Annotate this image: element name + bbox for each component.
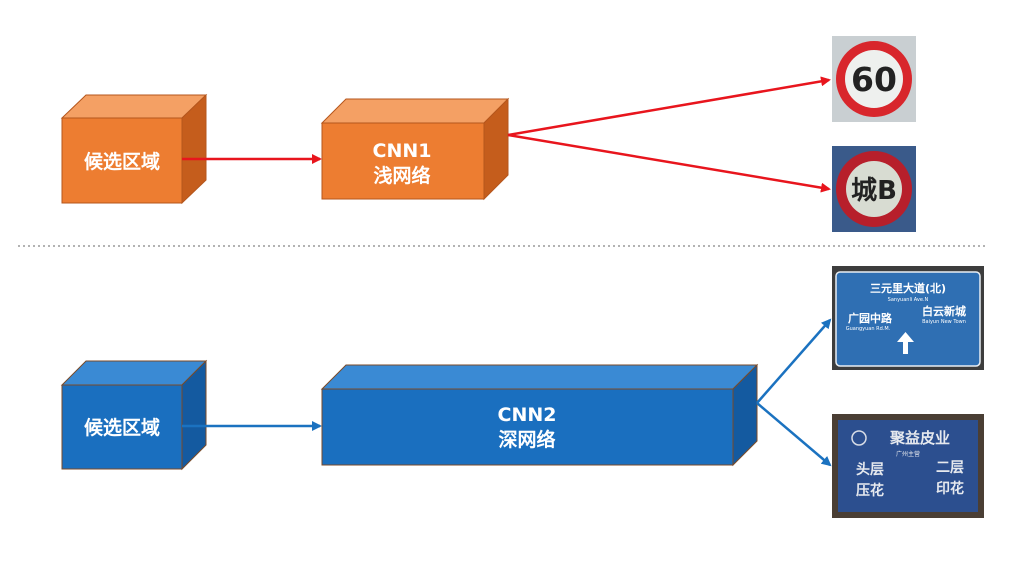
shop-sign-sub: 广州主营 — [896, 450, 920, 458]
city-b-text: 城B — [851, 176, 897, 206]
top-input-label: 候选区域 — [84, 150, 160, 173]
road-sign-right-cn: 白云新城 — [922, 304, 966, 318]
top-input-box: 候选区域 — [60, 93, 208, 205]
cnn2-arrow-up — [756, 318, 832, 404]
cnn2-arrow-down — [756, 402, 832, 467]
shop-sign-row2-right: 印花 — [936, 480, 964, 497]
shop-logo-icon — [851, 430, 867, 446]
city-b-sign-image: 城B — [832, 146, 916, 232]
shop-sign-image: 聚益皮业 广州主营 头层 二层 压花 印花 — [832, 414, 984, 518]
road-sign-line1: 三元里大道(北) — [870, 281, 946, 295]
shop-sign-title: 聚益皮业 — [889, 429, 950, 447]
shop-sign-row1-right: 二层 — [936, 460, 964, 476]
cnn2-box: CNN2 深网络 — [320, 363, 759, 467]
cnn2-title: CNN2 — [498, 404, 557, 426]
cnn1-arrow-up — [507, 76, 831, 137]
bottom-input-box: 候选区域 — [60, 359, 208, 471]
road-sign-line1-en: Sanyuanli Ave.N — [888, 297, 929, 303]
bottom-input-label: 候选区域 — [84, 416, 160, 439]
cnn1-box: CNN1 浅网络 — [320, 97, 510, 201]
cnn1-subtitle: 浅网络 — [373, 164, 430, 187]
road-sign-left-en: Guangyuan Rd.M. — [846, 326, 891, 332]
up-arrow-icon — [897, 332, 914, 354]
speed-limit-text: 60 — [851, 60, 897, 99]
cnn1-arrow-down — [507, 133, 831, 193]
road-sign-image: 三元里大道(北) Sanyuanli Ave.N 广园中路 Guangyuan … — [832, 266, 984, 370]
cnn1-title: CNN1 — [373, 140, 432, 162]
road-sign-right-en: Baiyun New Town — [922, 319, 966, 325]
shop-sign-row1-left: 头层 — [856, 461, 884, 478]
cnn2-subtitle: 深网络 — [498, 428, 555, 451]
speed-limit-sign-image: 60 — [832, 36, 916, 122]
road-sign-left-cn: 广园中路 — [848, 311, 893, 325]
shop-sign-row2-left: 压花 — [856, 482, 884, 499]
